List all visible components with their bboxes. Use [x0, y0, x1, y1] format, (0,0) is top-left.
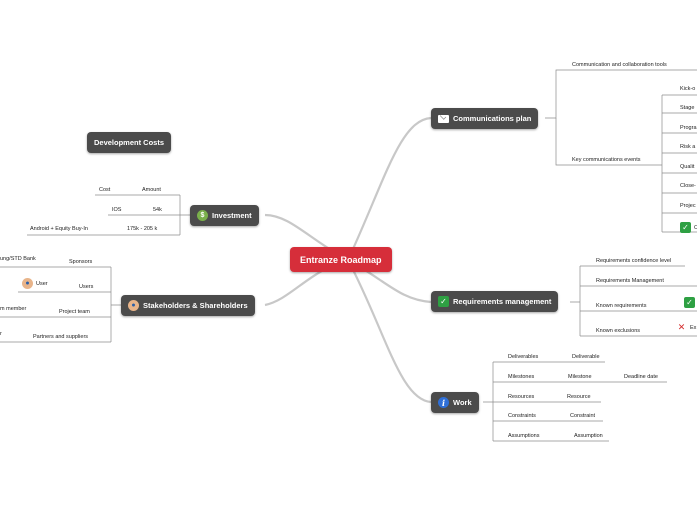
investment-node[interactable]: $ Investment: [190, 205, 259, 226]
work-item: Milestones: [508, 374, 535, 380]
communication-tools-label: Communication and collaboration tools: [572, 62, 667, 68]
requirements-item: Requirements Management: [596, 278, 664, 284]
event-item: C: [694, 225, 697, 231]
communications-plan-label: Communications plan: [453, 114, 532, 123]
key-communications-events-label: Key communications events: [572, 157, 641, 163]
investment-label: Investment: [212, 211, 252, 220]
requirements-management-label: Requirements management: [453, 297, 552, 306]
work-detail: Milestone: [568, 374, 592, 380]
investment-cost-cell: Android + Equity Buy-In: [30, 226, 88, 232]
exclusion-detail: Ex: [690, 325, 697, 331]
event-item: Qualit: [680, 164, 695, 170]
person-icon: ●: [128, 300, 139, 311]
event-item: Progra: [680, 125, 697, 131]
person-icon: ●: [22, 278, 33, 289]
communications-plan-node[interactable]: Communications plan: [431, 108, 539, 129]
stakeholder-item: Project team: [59, 309, 90, 315]
stakeholder-item: Partners and suppliers: [33, 334, 89, 340]
stakeholder-item: Users: [79, 284, 94, 290]
stakeholders-node[interactable]: ● Stakeholders & Shareholders: [121, 295, 255, 316]
stakeholder-detail: m member: [0, 306, 27, 312]
development-costs-label: Development Costs: [94, 138, 165, 147]
envelope-icon: [438, 114, 449, 123]
event-item: Close-: [680, 183, 696, 189]
check-icon: ✓: [438, 296, 449, 307]
work-detail: Constraint: [570, 413, 596, 419]
work-item: Constraints: [508, 413, 536, 419]
work-detail: Assumption: [574, 433, 603, 439]
investment-header-cost: Cost: [99, 187, 111, 193]
investment-amount-cell: 54k: [153, 207, 162, 213]
stakeholder-detail: r: [0, 331, 2, 337]
stakeholder-item: Sponsors: [69, 259, 93, 265]
central-topic-label: Entranze Roadmap: [300, 254, 382, 265]
investment-cost-cell: IOS: [112, 207, 122, 213]
event-item: Projec: [680, 203, 696, 209]
work-extra: Deadline date: [624, 374, 658, 380]
investment-amount-cell: 175k - 205 k: [127, 226, 158, 232]
development-costs-node[interactable]: Development Costs: [87, 132, 172, 153]
requirements-item: Known exclusions: [596, 328, 641, 334]
work-item: Assumptions: [508, 433, 540, 439]
central-topic[interactable]: Entranze Roadmap: [290, 247, 392, 272]
work-detail: Deliverable: [572, 354, 600, 360]
stakeholder-detail: ung/STD Bank: [0, 256, 36, 262]
info-icon: i: [438, 397, 449, 408]
cross-icon: ✕: [677, 322, 686, 332]
investment-header-amount: Amount: [142, 187, 161, 193]
event-item: Stage: [680, 105, 695, 111]
work-item: Deliverables: [508, 354, 539, 360]
check-icon: ✓: [680, 222, 691, 233]
event-item: Risk a: [680, 144, 696, 150]
stakeholder-detail: User: [36, 281, 48, 287]
requirements-item: Known requirements: [596, 303, 647, 309]
requirements-management-node[interactable]: ✓ Requirements management: [431, 291, 559, 312]
stakeholders-label: Stakeholders & Shareholders: [143, 301, 248, 310]
work-item: Resources: [508, 394, 535, 400]
requirements-item: Requirements confidence level: [596, 258, 672, 264]
work-label: Work: [453, 398, 472, 407]
event-item: Kick-o: [680, 86, 696, 92]
money-bag-icon: $: [197, 210, 208, 221]
check-icon: ✓: [684, 297, 695, 308]
work-node[interactable]: i Work: [431, 392, 479, 413]
work-detail: Resource: [567, 394, 591, 400]
